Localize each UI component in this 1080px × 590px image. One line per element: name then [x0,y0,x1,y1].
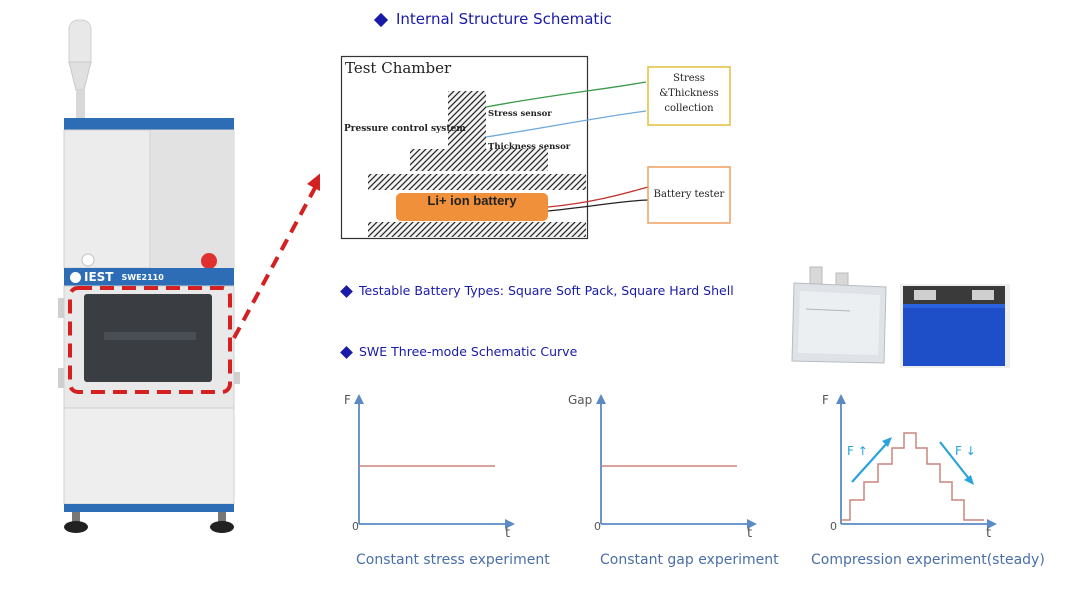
soft-pack-battery-image [790,265,890,365]
collection-label-line1: Stress [673,73,705,84]
diamond-bullet-icon [340,346,353,359]
section-title-structure: Internal Structure Schematic [373,10,612,28]
diamond-bullet-icon [373,12,389,27]
model-name: SWE2110 [121,272,164,282]
graph1-x-label: t [505,526,511,541]
compression-graph [822,390,1012,540]
tester-label: Battery tester [653,189,725,200]
graph1-y-label: F [344,393,351,407]
graph3-origin: 0 [830,520,837,533]
graph2-x-label: t [747,526,753,541]
section-title-text: Testable Battery Types: Square Soft Pack… [359,283,734,298]
graph1-caption: Constant stress experiment [356,552,550,568]
collection-label-line3: collection [664,103,714,114]
structure-schematic [340,55,740,240]
brand-name: IEST [84,270,114,284]
section-title-battery-types: Testable Battery Types: Square Soft Pack… [340,283,734,298]
stress-sensor-label: Stress sensor [488,109,552,119]
constant-gap-graph [582,390,772,540]
hard-shell-battery-image [900,284,1010,368]
device-illustration [0,0,323,586]
graph2-caption: Constant gap experiment [600,552,779,568]
graph2-y-label: Gap [568,393,593,407]
graph2-origin: 0 [594,520,601,533]
graph3-up-label: F ↑ [847,444,868,458]
collection-label-line2: &Thickness [659,88,719,99]
graph3-caption: Compression experiment(steady) [811,552,1045,568]
logo-icon [70,271,81,283]
thickness-sensor-label: Thickness sensor [488,142,571,152]
section-title-text: Internal Structure Schematic [396,10,612,28]
battery-label: Li+ ion battery [427,193,517,208]
chamber-label: Test Chamber [345,59,452,77]
graph1-origin: 0 [352,520,359,533]
graph3-y-label: F [822,393,829,407]
constant-stress-graph [340,390,530,540]
pressure-label: Pressure control system [344,124,466,134]
brand-logo: IEST SWE2110 [70,269,164,285]
section-title-text: SWE Three-mode Schematic Curve [359,344,578,359]
collection-label: Stress &Thickness collection [648,71,730,116]
graph3-x-label: t [986,526,992,541]
graph3-down-label: F ↓ [955,444,976,458]
section-title-curve: SWE Three-mode Schematic Curve [340,344,578,359]
diamond-bullet-icon [340,285,353,298]
